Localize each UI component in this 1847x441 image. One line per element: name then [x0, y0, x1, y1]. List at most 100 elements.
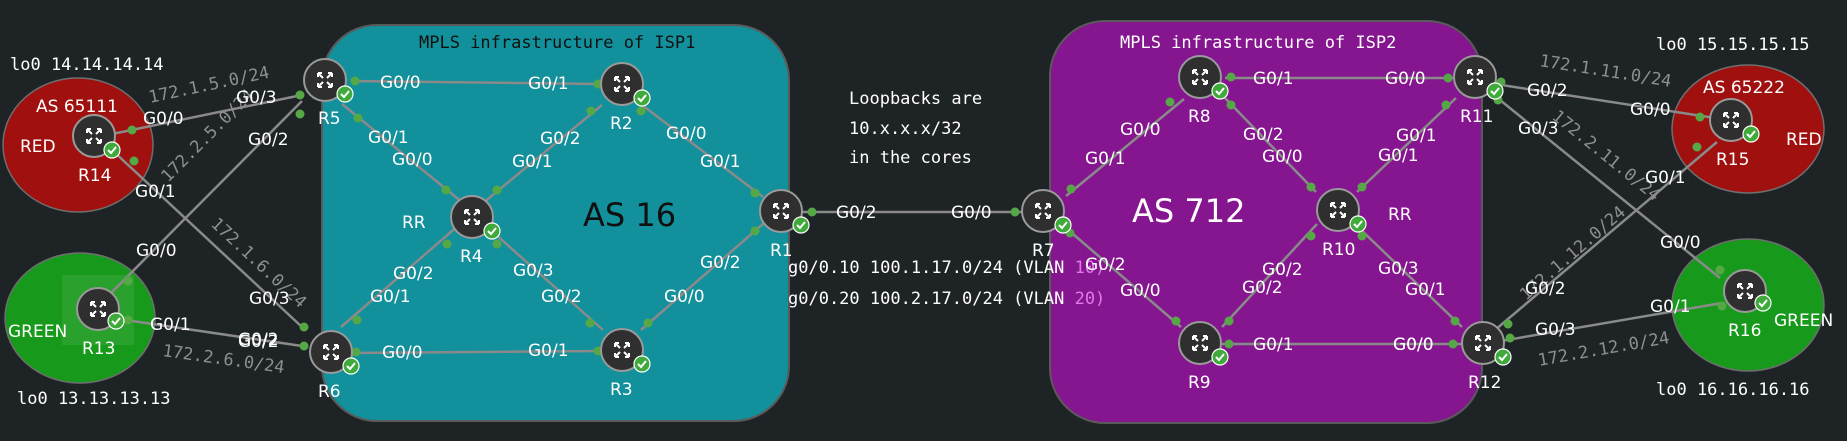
isp1-title: MPLS infrastructure of ISP1 — [419, 33, 695, 53]
port-dot — [1171, 316, 1181, 326]
router-icon — [600, 62, 644, 106]
status-check-icon — [342, 357, 360, 375]
port-label-r12-g0-0: G0/0 — [1393, 335, 1434, 355]
red-left-label: RED — [20, 137, 56, 157]
red-right-label: RED — [1786, 130, 1822, 150]
port-dot — [1306, 231, 1316, 241]
status-check-icon — [1742, 125, 1760, 143]
port-dot — [442, 239, 452, 249]
router-r8[interactable] — [1178, 55, 1229, 100]
subinterface-vlan20-id: 20) — [1075, 289, 1106, 309]
as65111-label: AS 65111 — [36, 97, 118, 117]
port-dot — [1165, 97, 1175, 107]
link-r4-r6 — [340, 224, 460, 328]
port-label-r1-g0-0: G0/2 — [836, 203, 877, 223]
link-r14-r6 — [111, 149, 303, 328]
router-r13[interactable] — [76, 287, 125, 331]
port-dot — [1505, 333, 1515, 343]
links — [111, 76, 1723, 355]
port-dot — [585, 318, 595, 328]
router-icon — [600, 328, 644, 372]
port-dot — [750, 188, 760, 198]
router-r10[interactable] — [1316, 188, 1367, 233]
router-r6[interactable] — [309, 330, 360, 375]
network-label: 172.2.11.0/24 — [1548, 106, 1664, 205]
router-label-r16: R16 — [1728, 321, 1761, 341]
link-r10-r9 — [1221, 223, 1318, 328]
port-label-r6-g0-1: G0/1 — [370, 287, 411, 307]
loopback-r16: lo0 16.16.16.16 — [1656, 380, 1810, 400]
port-label-r4-g0-0: G0/0 — [392, 150, 433, 170]
router-icon — [1461, 321, 1505, 365]
link-r10-r12 — [1356, 225, 1463, 328]
router-r12[interactable] — [1461, 321, 1512, 366]
router-labels: R5 R2 R4 R1 R6 R3 R7 R8 R11 R10 R9 R12 R… — [78, 107, 1761, 402]
port-dot — [1448, 339, 1458, 349]
port-dot — [351, 347, 361, 357]
link-r13-r5 — [111, 100, 303, 293]
router-label-r12: R12 — [1468, 373, 1501, 393]
link-r13-r6 — [111, 316, 303, 348]
router-r5[interactable] — [303, 58, 354, 103]
port-dot — [299, 341, 309, 351]
status-check-icon — [1211, 348, 1229, 366]
rr-label-isp1: RR — [402, 213, 426, 233]
link-r11-r10 — [1356, 97, 1457, 193]
router-r9[interactable] — [1178, 321, 1229, 366]
port-dot — [299, 322, 309, 332]
router-r3[interactable] — [600, 328, 651, 373]
link-r8-r10 — [1224, 97, 1317, 193]
router-r14[interactable] — [72, 114, 121, 159]
link-r3-r1 — [640, 223, 764, 331]
port-dot — [295, 109, 305, 119]
port-label-r8-g0-1: G0/1 — [1253, 69, 1294, 89]
link-r14-r5 — [111, 93, 303, 136]
port-dot — [1692, 142, 1702, 152]
link-r2-r1 — [641, 104, 764, 198]
port-dot — [1226, 72, 1236, 82]
port-dot — [353, 113, 363, 123]
port-label-r4-g0-1: G0/1 — [512, 152, 553, 172]
router-r15[interactable] — [1709, 98, 1760, 143]
port-label-r5-g0-0: G0/0 — [380, 73, 421, 93]
port-label-r8-g0-0: G0/0 — [1120, 120, 1161, 140]
port-label-r7-g0-2: G0/2 — [1085, 255, 1126, 275]
router-r16[interactable] — [1723, 269, 1772, 313]
port-dot — [1066, 184, 1076, 194]
green-left-label: GREEN — [8, 322, 67, 342]
router-label-r15: R15 — [1716, 150, 1749, 170]
port-label-r16-g0-1: G0/1 — [1650, 297, 1691, 317]
port-label-r12-g0-1: G0/1 — [1405, 280, 1446, 300]
port-dot — [1224, 316, 1234, 326]
port-dots — [123, 72, 1727, 357]
port-dot — [1717, 301, 1727, 311]
port-label-r9-g0-0: G0/0 — [1120, 281, 1161, 301]
port-label-r11-g0-0: G0/0 — [1385, 69, 1426, 89]
router-r7[interactable] — [1021, 189, 1072, 234]
port-label-r14-g0-1: G0/1 — [135, 182, 176, 202]
router-label-r7: R7 — [1032, 241, 1055, 261]
port-label-r6-g0-2: G0/2 — [238, 330, 279, 350]
port-label-r13-g0-2: G0/2 — [238, 332, 279, 352]
link-r6-r3 — [354, 349, 601, 355]
router-r1[interactable] — [759, 189, 810, 234]
port-label-r7-g0-0: G0/0 — [951, 203, 992, 223]
router-label-r10: R10 — [1322, 240, 1355, 260]
port-dot — [350, 76, 360, 86]
router-r2[interactable] — [600, 62, 651, 107]
port-label-r5-g0-1: G0/1 — [368, 128, 409, 148]
router-icon — [1178, 321, 1222, 365]
router-r4[interactable] — [450, 195, 501, 240]
router-label-r11: R11 — [1460, 107, 1493, 127]
port-dot — [1224, 339, 1234, 349]
router-label-r3: R3 — [610, 380, 633, 400]
status-check-icon — [1054, 216, 1072, 234]
port-labels: G0/0 G0/1 G0/3 G0/2 G0/1 G0/0 G0/0 G0/1 … — [135, 69, 1701, 363]
port-dot — [123, 315, 133, 325]
port-dot — [352, 315, 362, 325]
router-icon — [759, 189, 803, 233]
status-check-icon — [1494, 348, 1512, 366]
link-r7-r8 — [1065, 98, 1185, 197]
router-label-r4: R4 — [460, 247, 483, 267]
router-r11[interactable] — [1453, 55, 1504, 100]
